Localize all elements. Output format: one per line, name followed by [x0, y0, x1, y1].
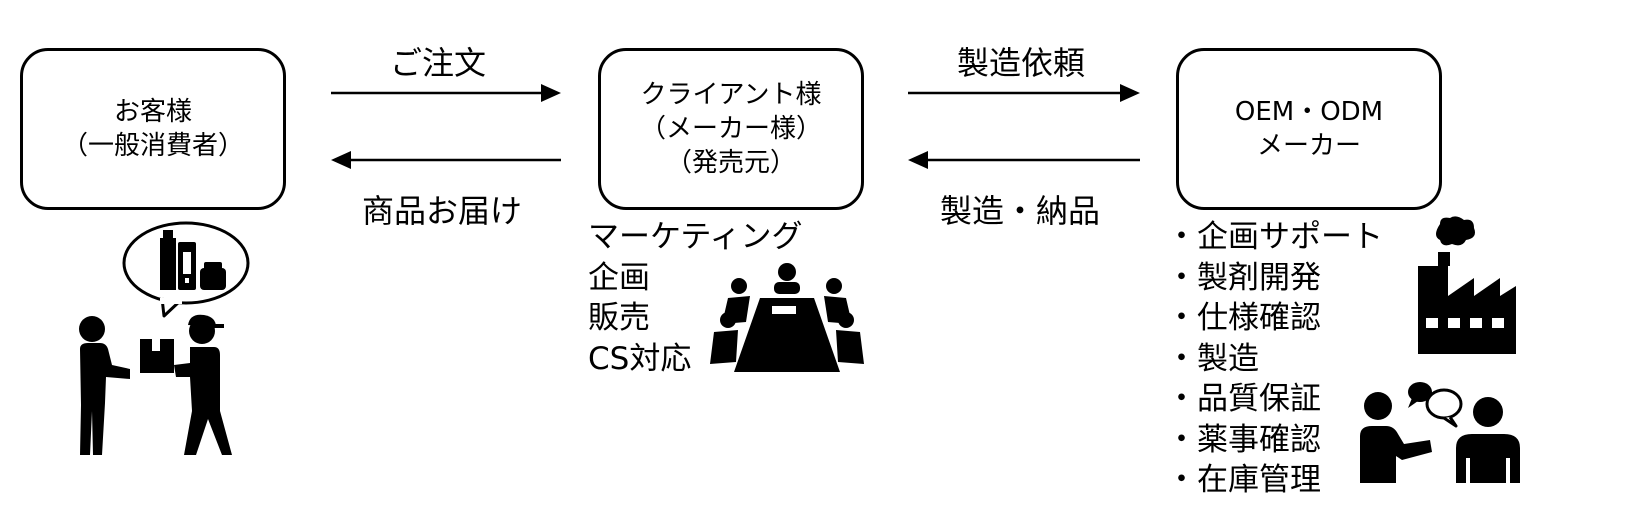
client-node: クライアント様 （メーカー様） （発売元） — [598, 48, 864, 210]
client-role-item: CS対応 — [588, 340, 692, 377]
oem-role-item: ・製剤開発 — [1166, 259, 1321, 296]
client-node-title: クライアント様 — [640, 80, 822, 110]
meeting-table-icon — [710, 263, 864, 372]
client-role-item: 販売 — [588, 300, 650, 336]
oem-role-item: ・企画サポート — [1166, 219, 1383, 255]
manufacture-delivery-arrowhead — [908, 151, 928, 169]
oem-role-item: ・製造 — [1166, 340, 1259, 377]
cosmetics-speech-bubble-icon — [122, 221, 250, 318]
manufacture-request-label: 製造依頼 — [957, 44, 1086, 82]
oem-node-subtitle: メーカー — [1256, 131, 1361, 161]
customer-node-title: お客様 — [113, 97, 192, 127]
delivery-label: 商品お届け — [362, 192, 523, 230]
customer-node-subtitle: （一般消費者） — [61, 131, 244, 161]
oem-role-item: ・品質保証 — [1166, 381, 1321, 417]
factory-icon — [1418, 216, 1516, 354]
manufacture-request-arrowhead — [1120, 84, 1140, 102]
client-role-item: 企画 — [588, 259, 650, 296]
customer-person-icon — [79, 316, 130, 455]
client-node-subtitle: （メーカー様） — [639, 114, 822, 144]
delivery-arrowhead — [331, 151, 351, 169]
oem-role-list: ・企画サポート ・製剤開発 ・仕様確認 ・製造 ・品質保証 ・薬事確認 ・在庫管… — [1166, 217, 1383, 501]
oem-node-title: OEM・ODM — [1234, 97, 1384, 127]
customer-node: お客様 （一般消費者） — [20, 48, 286, 210]
oem-role-item: ・薬事確認 — [1166, 421, 1321, 458]
client-role-item: マーケティング — [588, 219, 803, 255]
oem-role-item: ・仕様確認 — [1166, 300, 1321, 336]
client-node-role: （発売元） — [665, 148, 796, 178]
consultation-people-icon — [1360, 382, 1520, 483]
delivery-person-icon — [140, 314, 232, 455]
order-arrowhead — [541, 84, 561, 102]
oem-node: OEM・ODM メーカー — [1176, 48, 1442, 210]
order-label: ご注文 — [390, 44, 487, 82]
client-role-list: マーケティング 企画 販売 CS対応 — [588, 217, 803, 379]
manufacture-delivery-label: 製造・納品 — [940, 192, 1101, 230]
oem-role-item: ・在庫管理 — [1166, 462, 1321, 498]
